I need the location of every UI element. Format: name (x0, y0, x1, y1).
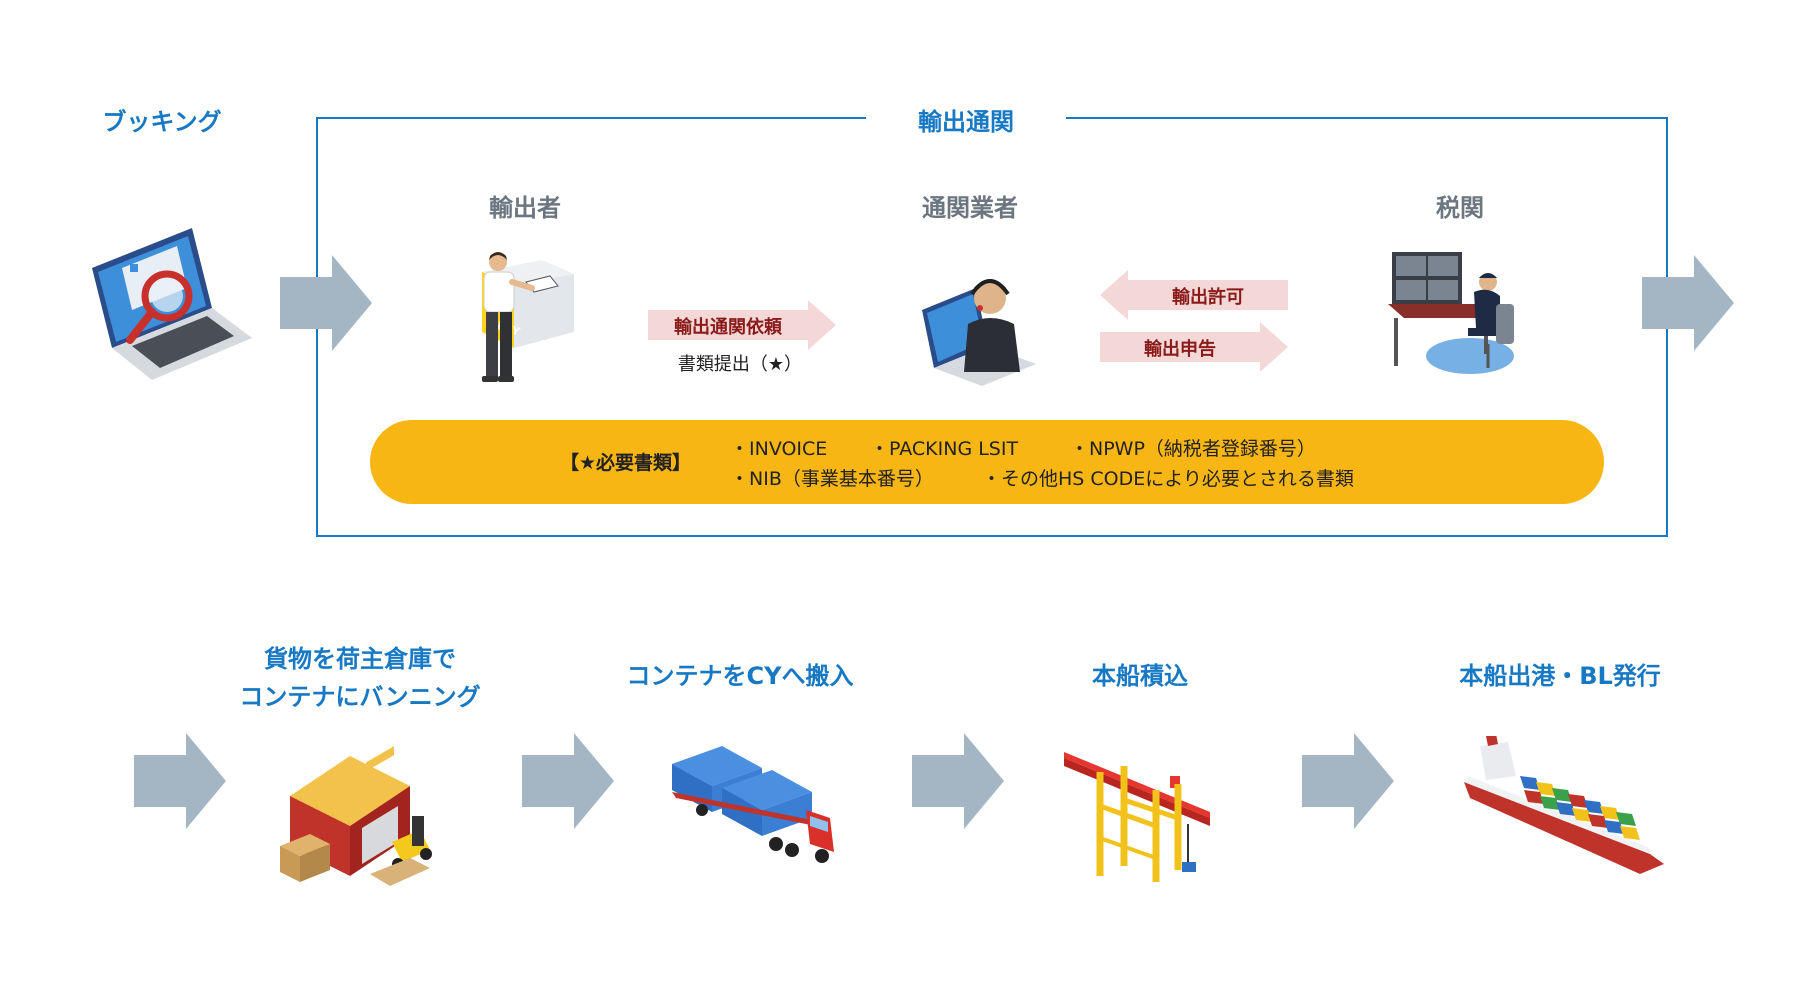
documents-heading: 【★必要書類】 (560, 452, 692, 474)
document-item: ・その他HS CODEにより必要とされる書類 (982, 468, 1354, 490)
document-item: ・PACKING LSIT (870, 438, 1019, 460)
flow-arrow-3 (134, 733, 226, 829)
container-ship-icon (1460, 736, 1670, 886)
booking-title: ブッキング (102, 108, 222, 136)
permit-label: 輸出許可 (1172, 287, 1244, 308)
flow-arrow-5 (912, 733, 1004, 829)
gantry-crane-icon (1060, 746, 1250, 886)
step-vanning-title: 貨物を荷主倉庫で コンテナにバンニング (239, 645, 481, 711)
customs-officer-icon (1384, 244, 1520, 380)
broker-title: 通関業者 (922, 194, 1018, 222)
document-item: ・NIB（事業基本番号） (730, 468, 934, 490)
permit-arrow (1100, 270, 1288, 320)
broker-operator-icon (916, 268, 1046, 388)
step-departure-title: 本船出港・BL発行 (1459, 662, 1661, 690)
customs-office-title: 税関 (1436, 194, 1484, 222)
request-arrow (648, 300, 836, 350)
step-cy-title: コンテナをCYへ搬入 (626, 662, 854, 690)
flow-arrow-2 (1642, 255, 1734, 351)
declaration-arrow (1100, 322, 1288, 372)
document-item: ・INVOICE (730, 438, 828, 460)
request-sub-label: 書類提出（★） (677, 354, 803, 375)
flow-arrow-6 (1302, 733, 1394, 829)
laptop-search-icon (82, 228, 262, 388)
exporter-person-icon: VERY (462, 252, 582, 402)
document-item: ・NPWP（納税者登録番号） (1070, 438, 1316, 460)
warehouse-forklift-icon (280, 746, 450, 896)
declaration-label: 輸出申告 (1144, 339, 1216, 360)
required-documents-bar: 【★必要書類】 ・INVOICE ・PACKING LSIT ・NPWP（納税者… (370, 420, 1604, 504)
step-loading-title: 本船積込 (1092, 662, 1188, 690)
customs-title: 輸出通関 (918, 108, 1014, 136)
flow-arrow-4 (522, 733, 614, 829)
flow-arrow-1 (280, 255, 372, 351)
container-truck-icon (666, 740, 846, 890)
exporter-title: 輸出者 (489, 194, 561, 222)
request-label: 輸出通関依頼 (674, 317, 782, 338)
